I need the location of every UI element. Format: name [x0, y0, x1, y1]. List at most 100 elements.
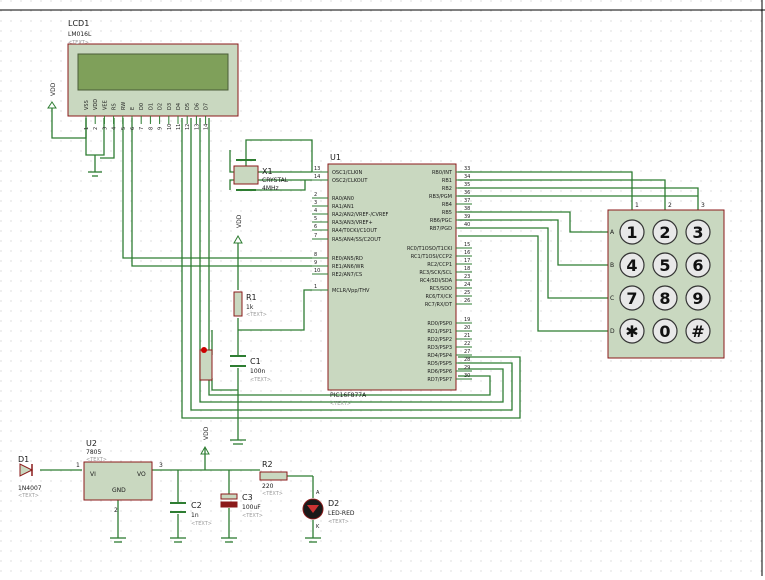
mcu-pin-number: 29 [464, 365, 470, 371]
c3-value: 100uF [242, 504, 261, 511]
keypad-key[interactable] [619, 252, 645, 278]
mcu-pin-number: 5 [314, 216, 317, 222]
mcu-pin-name: RE1/AN6/WR [332, 264, 364, 270]
keypad-key-label: 0 [659, 322, 670, 341]
resistor-r2[interactable] [259, 471, 288, 481]
led-d2[interactable] [302, 498, 324, 520]
mcu-pin-name: RA3/AN3/VREF+ [332, 220, 373, 226]
capacitor-c3[interactable] [220, 493, 238, 508]
mcu-pin-name: RC6/TX/CK [425, 294, 452, 300]
lcd-pin-number: 4 [112, 127, 118, 130]
mcu-pin-number: 21 [464, 333, 470, 339]
r1-ref: R1 [246, 293, 257, 302]
keypad-key-label: 2 [659, 223, 670, 242]
crystal-x1[interactable] [233, 159, 259, 191]
mcu-pin-number: 27 [464, 349, 470, 355]
keypad-key[interactable] [685, 219, 711, 245]
capacitor-c2[interactable] [170, 502, 186, 513]
lcd-pin-name: D0 [139, 103, 145, 110]
lcd-text-tag: <TEXT> [68, 40, 89, 46]
regulator-u2[interactable] [83, 461, 153, 501]
keypad-col-label: 3 [701, 202, 705, 209]
mcu-pin-name: RD1/PSP1 [427, 329, 452, 335]
capacitor-c1[interactable] [230, 355, 246, 367]
keypad-key[interactable] [685, 285, 711, 311]
mcu-pin-name: RA4/T0CKI/C1OUT [332, 228, 378, 234]
lcd-pins: VSS1VDD2VEE3RS4RW5E6D07D18D29D310D411D51… [84, 99, 210, 130]
keypad-key[interactable] [652, 219, 678, 245]
lcd-pin-number: 1 [84, 127, 90, 130]
mcu-left-pins: 13OSC1/CLKIN14OSC2/CLKOUT2RA0/AN03RA1/AN… [312, 166, 389, 294]
keypad-key-label: 3 [692, 223, 703, 242]
mcu-pin-number: 36 [464, 190, 470, 196]
diode-d1[interactable] [19, 463, 34, 477]
mcu-pin-number: 34 [464, 174, 470, 180]
r2-ref: R2 [262, 460, 273, 469]
keypad-key[interactable] [652, 318, 678, 344]
u2-pin1: 1 [76, 462, 80, 469]
keypad-key-label: 8 [659, 289, 670, 308]
mcu-pin-number: 14 [314, 174, 320, 180]
lcd-pin-name: D3 [167, 103, 173, 110]
crystal-ref: X1 [262, 167, 273, 176]
mcu-pin-number: 24 [464, 282, 470, 288]
mcu-ref: U1 [330, 153, 341, 162]
mcu-right-pins: 33RB0/INT34RB135RB236RB3/PGM37RB438RB539… [407, 166, 472, 383]
lcd-pin-number: 2 [93, 127, 99, 130]
keypad-col-label: 1 [635, 202, 639, 209]
lcd-pin-number: 14 [204, 124, 210, 130]
resistor-r1[interactable] [233, 291, 243, 317]
crystal-type: CRYSTAL [262, 177, 289, 184]
mcu-pin-name: RB6/PGC [430, 218, 453, 224]
c1-value: 100n [250, 368, 265, 375]
keypad-key[interactable] [685, 252, 711, 278]
lcd-pin-name: D6 [194, 103, 200, 110]
vdd-arrow-mclr [233, 234, 243, 244]
reset-button[interactable] [199, 347, 213, 381]
mcu-pin-name: RD2/PSP2 [427, 337, 452, 343]
mcu-pin-number: 20 [464, 325, 470, 331]
u2-text-tag: <TEXT> [86, 457, 107, 463]
mcu-pin-number: 7 [314, 233, 317, 239]
mcu-pin-number: 18 [464, 266, 470, 272]
mcu-part: PIC16F877A [330, 392, 367, 399]
mcu-pin-number: 40 [464, 222, 470, 228]
u2-pin2: 2 [114, 507, 118, 514]
mcu-pin-name: RB2 [442, 186, 452, 192]
mcu-pin-number: 35 [464, 182, 470, 188]
mcu-pin-number: 15 [464, 242, 470, 248]
d2-cathode: K [316, 524, 320, 530]
mcu-pin-number: 16 [464, 250, 470, 256]
c3-text-tag: <TEXT> [242, 513, 263, 519]
mcu-pin-number: 33 [464, 166, 470, 172]
mcu-pin-name: OSC2/CLKOUT [332, 178, 368, 184]
mcu-pin-name: RA5/AN4/SS/C2OUT [332, 237, 382, 243]
mcu-pin-name: RC2/CCP1 [427, 262, 452, 268]
lcd-pin-number: 5 [121, 127, 127, 130]
keypad-key-label: 6 [692, 256, 703, 275]
lcd-pin-name: D5 [185, 103, 191, 110]
mcu-pin-number: 2 [314, 192, 317, 198]
mcu-pin-name: RA2/AN2/VREF-/CVREF [332, 212, 389, 218]
lcd-pin-number: 8 [148, 127, 154, 130]
d2-part: LED-RED [328, 510, 355, 517]
keypad-key[interactable] [619, 285, 645, 311]
lcd-display[interactable] [67, 43, 239, 117]
keypad-key[interactable] [652, 285, 678, 311]
mcu-body[interactable] [327, 163, 457, 391]
keypad-key-label: ✱ [625, 322, 638, 341]
mcu-pin-name: RB4 [442, 202, 452, 208]
keypad-key[interactable] [619, 318, 645, 344]
keypad-row-label: D [610, 328, 615, 335]
keypad-key[interactable] [652, 252, 678, 278]
mcu-pin-number: 19 [464, 317, 470, 323]
vdd-arrow-lcd [47, 101, 57, 109]
mcu-pin-number: 6 [314, 224, 317, 230]
keypad-key[interactable] [685, 318, 711, 344]
keypad-key[interactable] [619, 219, 645, 245]
mcu-pin-name: RD7/PSP7 [427, 377, 452, 383]
lcd-pin-number: 11 [176, 124, 182, 130]
lcd-ref: LCD1 [68, 19, 89, 28]
